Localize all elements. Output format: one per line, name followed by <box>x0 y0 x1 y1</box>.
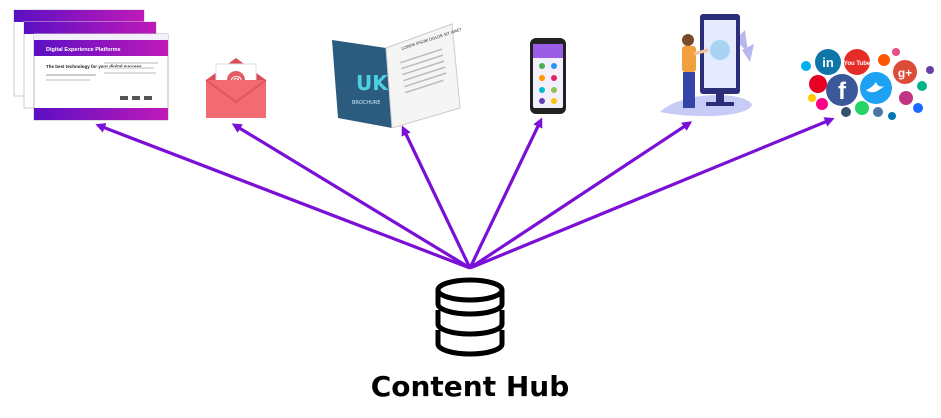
email-envelope-icon: @ <box>205 58 267 118</box>
website-banner-title: Digital Experience Platforms <box>46 47 121 53</box>
brochure-cover-word: BROCHURE <box>352 100 380 106</box>
arrow-to-social <box>469 117 835 270</box>
smartphone-icon <box>530 38 566 114</box>
arrow-to-brochure <box>401 125 472 269</box>
website-headline: The best technology for your digital suc… <box>46 64 142 69</box>
webpage-stack-icon: Digital Experience Platforms The best te… <box>13 9 169 121</box>
hub-title: Content Hub <box>370 370 570 403</box>
arrow-to-email <box>231 123 471 270</box>
arrow-to-website <box>95 123 471 270</box>
database-icon <box>435 277 505 357</box>
brochure-icon: UK BROCHURE LOREM IPSUM DOLOR SIT AMET <box>332 23 463 129</box>
youtube-label: You Tube <box>844 61 871 67</box>
linkedin-label: in <box>822 55 834 70</box>
googleplus-label: g+ <box>898 66 912 80</box>
kiosk-icon <box>660 14 754 117</box>
arrows <box>95 117 835 270</box>
facebook-label: f <box>838 78 847 105</box>
social-media-cluster-icon: in You Tube f g+ <box>801 48 934 120</box>
arrow-to-kiosk <box>469 121 693 270</box>
arrow-to-mobile <box>468 117 543 269</box>
brochure-cover-logo: UK <box>356 71 389 95</box>
